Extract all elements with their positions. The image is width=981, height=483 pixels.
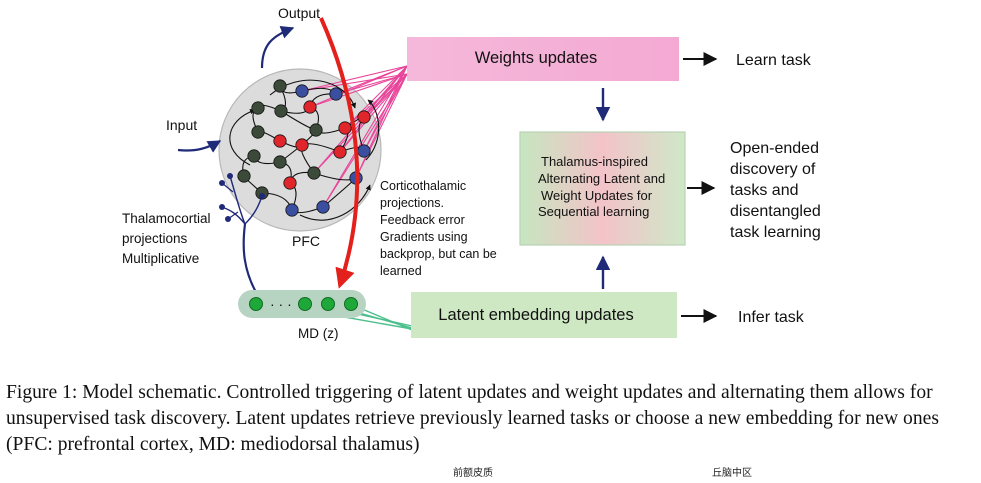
- projection-line: [344, 65, 408, 129]
- md-nodes: [249, 297, 358, 311]
- pfc-node: [247, 149, 261, 163]
- pfc-node: [338, 121, 352, 135]
- learn-task-label: Learn task: [736, 52, 812, 69]
- open-ended-label: Open-ended discovery of tasks and disent…: [730, 140, 825, 241]
- corticothalamic-label: Corticothalamic projections. Feedback er…: [380, 179, 500, 278]
- pfc-chinese-annotation: 前额皮质: [453, 468, 493, 479]
- pfc-node: [295, 84, 309, 98]
- pfc-connection: [299, 184, 371, 221]
- infer-task-label: Infer task: [738, 309, 805, 326]
- projection-line: [322, 73, 408, 208]
- pfc-node: [333, 145, 347, 159]
- pfc-node: [274, 104, 288, 118]
- pfc-node: [273, 155, 287, 169]
- projection-line: [313, 73, 408, 174]
- weights-updates-label: Weights updates: [475, 49, 598, 67]
- projection-line: [355, 73, 408, 179]
- output-arrow: [260, 26, 295, 69]
- pfc-connection: [229, 108, 256, 166]
- input-label: Input: [166, 117, 197, 133]
- projection-line: [309, 73, 408, 108]
- thalamocortical-label: Thalamocortial projections Multiplicativ…: [122, 211, 214, 266]
- pfc-node: [251, 101, 265, 115]
- pfc-node: [273, 79, 287, 93]
- md-chinese-annotation: 丘脑中区: [712, 468, 752, 479]
- pfc-node: [237, 169, 251, 183]
- thalamocortical-projection-tree: [221, 175, 263, 297]
- pfc-node: [357, 110, 371, 124]
- input-arrow: [177, 140, 222, 153]
- projection-line: [355, 65, 408, 179]
- pfc-node: [251, 125, 265, 139]
- projection-line: [309, 65, 408, 108]
- md-dots: · · ·: [270, 296, 292, 312]
- thalamus-box-label: Thalamus-inspired Alternating Latent and…: [538, 154, 669, 219]
- pfc-node: [273, 134, 287, 148]
- pfc-node: [285, 203, 299, 217]
- pfc-node: [307, 166, 321, 180]
- projection-line: [301, 65, 408, 92]
- thalamus-box: [519, 131, 686, 246]
- pfc-node: [283, 176, 297, 190]
- pfc-node: [309, 123, 323, 137]
- feedback-arrow: [319, 17, 360, 289]
- pfc-node: [357, 144, 371, 158]
- pfc-node: [316, 200, 330, 214]
- figure-caption: Figure 1: Model schematic. Controlled tr…: [6, 382, 939, 455]
- corticothalamic-projection-lines: [301, 65, 408, 208]
- pfc-node: [295, 138, 309, 152]
- pfc-node: [303, 100, 317, 114]
- pfc-connection: [365, 99, 380, 161]
- latent-updates-box: [411, 292, 677, 338]
- pfc-nodes: [237, 79, 371, 217]
- pfc-label: PFC: [292, 233, 320, 249]
- weights-updates-box: [407, 37, 679, 81]
- pfc-node: [329, 87, 343, 101]
- md-label: MD (z): [298, 326, 339, 341]
- latent-updates-label: Latent embedding updates: [438, 306, 633, 324]
- thalamocortical-terminals: [219, 173, 265, 222]
- output-label: Output: [278, 5, 320, 21]
